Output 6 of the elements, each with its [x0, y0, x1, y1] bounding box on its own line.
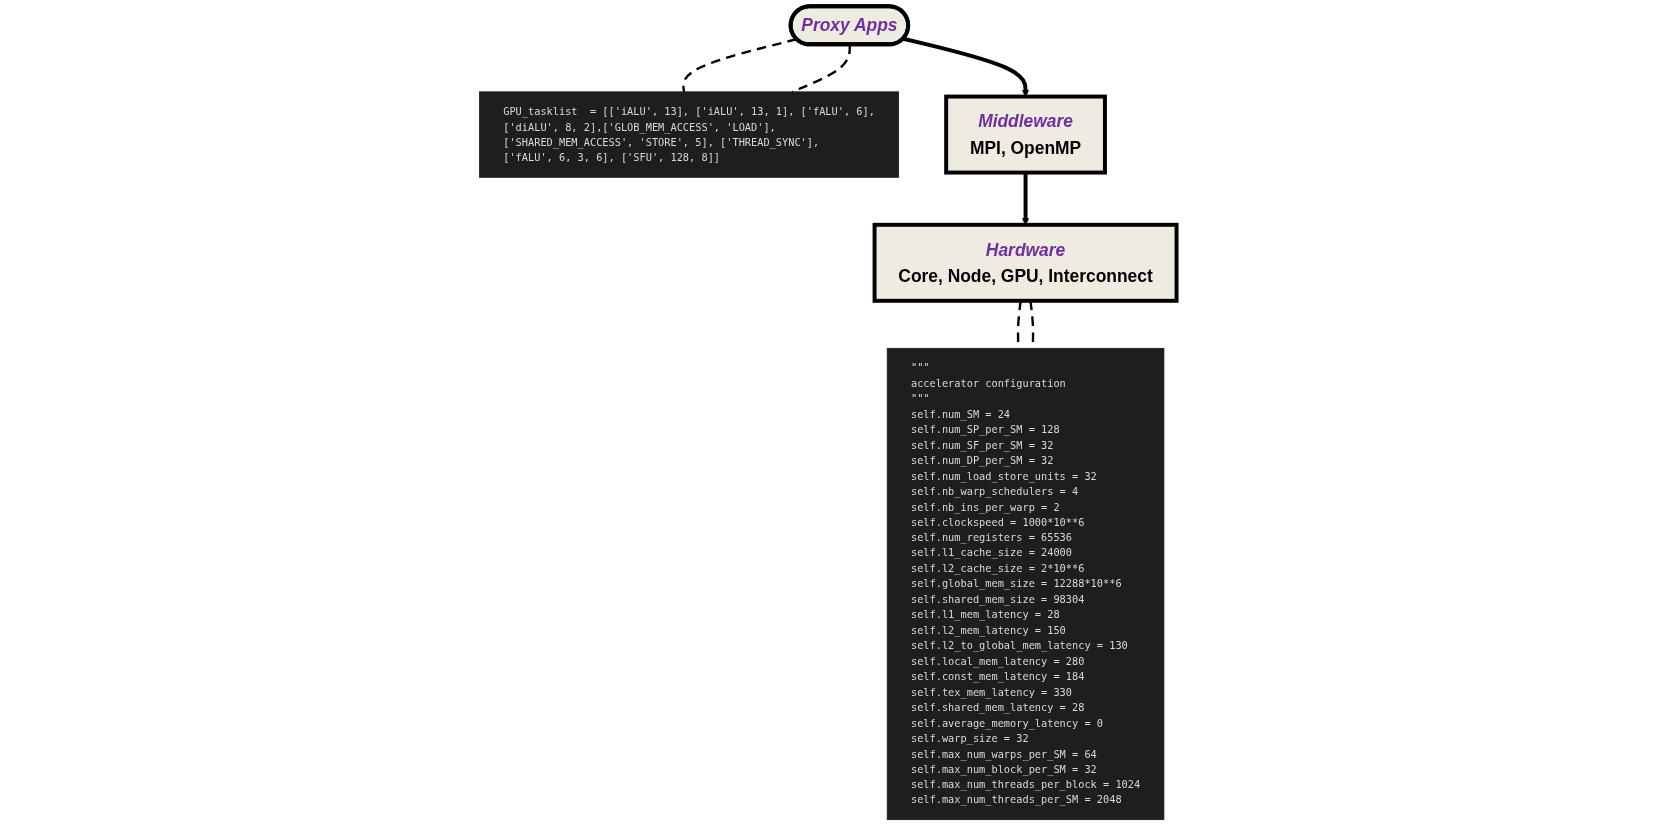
- node-box: GPU_tasklist = [['iALU', 13], ['iALU', 13, 1], ['fALU', 6], ['diALU', 8, 2],['GLOB_MEM_ACCESS', 'LOAD'], ['SHARED_MEM_ACCESS', 'STORE', 5], ['THREAD_SYNC'], ['fALU', 6, 3, 6], ['SFU', 128, 8]]: [479, 91, 900, 178]
- node-box: Hardware Core, Node, GPU, Interconnect: [872, 222, 1179, 303]
- connector: [682, 38, 797, 92]
- node-box: Middleware MPI, OpenMP: [944, 94, 1107, 175]
- node-box: """ accelerator configuration """ self.num_SM = 24 self.num_SP_per_SM = 128 self.num_SF_per_SM = 32 self.num_DP_per_SM = 32 self.num_load_store_units = 32 self.nb_warp_schedulers = 4 self.nb_ins_per_warp = 2 self.clockspeed = 1000*10**6 self.num_registers = 65536 self.l1_cache_size = 24000 self.l2_cache_size = 2*10**6 self.global_mem_size = 12288*10**6 self.shared_mem_size = 98304 self.l1_mem_latency = 28 self.l2_mem_latency = 150 self.l2_to_global_mem_latency = 130 self.local_mem_latency = 280 self.const_mem_latency = 184 self.tex_mem_latency = 330 self.shared_mem_latency = 28 self.average_memory_latency = 0 self.warp_size = 32 self.max_num_warps_per_SM = 64 self.max_num_block_per_SM = 32 self.max_num_threads_per_block = 1024 self.max_num_threads_per_SM = 2048: [886, 347, 1165, 821]
- arrow: [902, 36, 1030, 97]
